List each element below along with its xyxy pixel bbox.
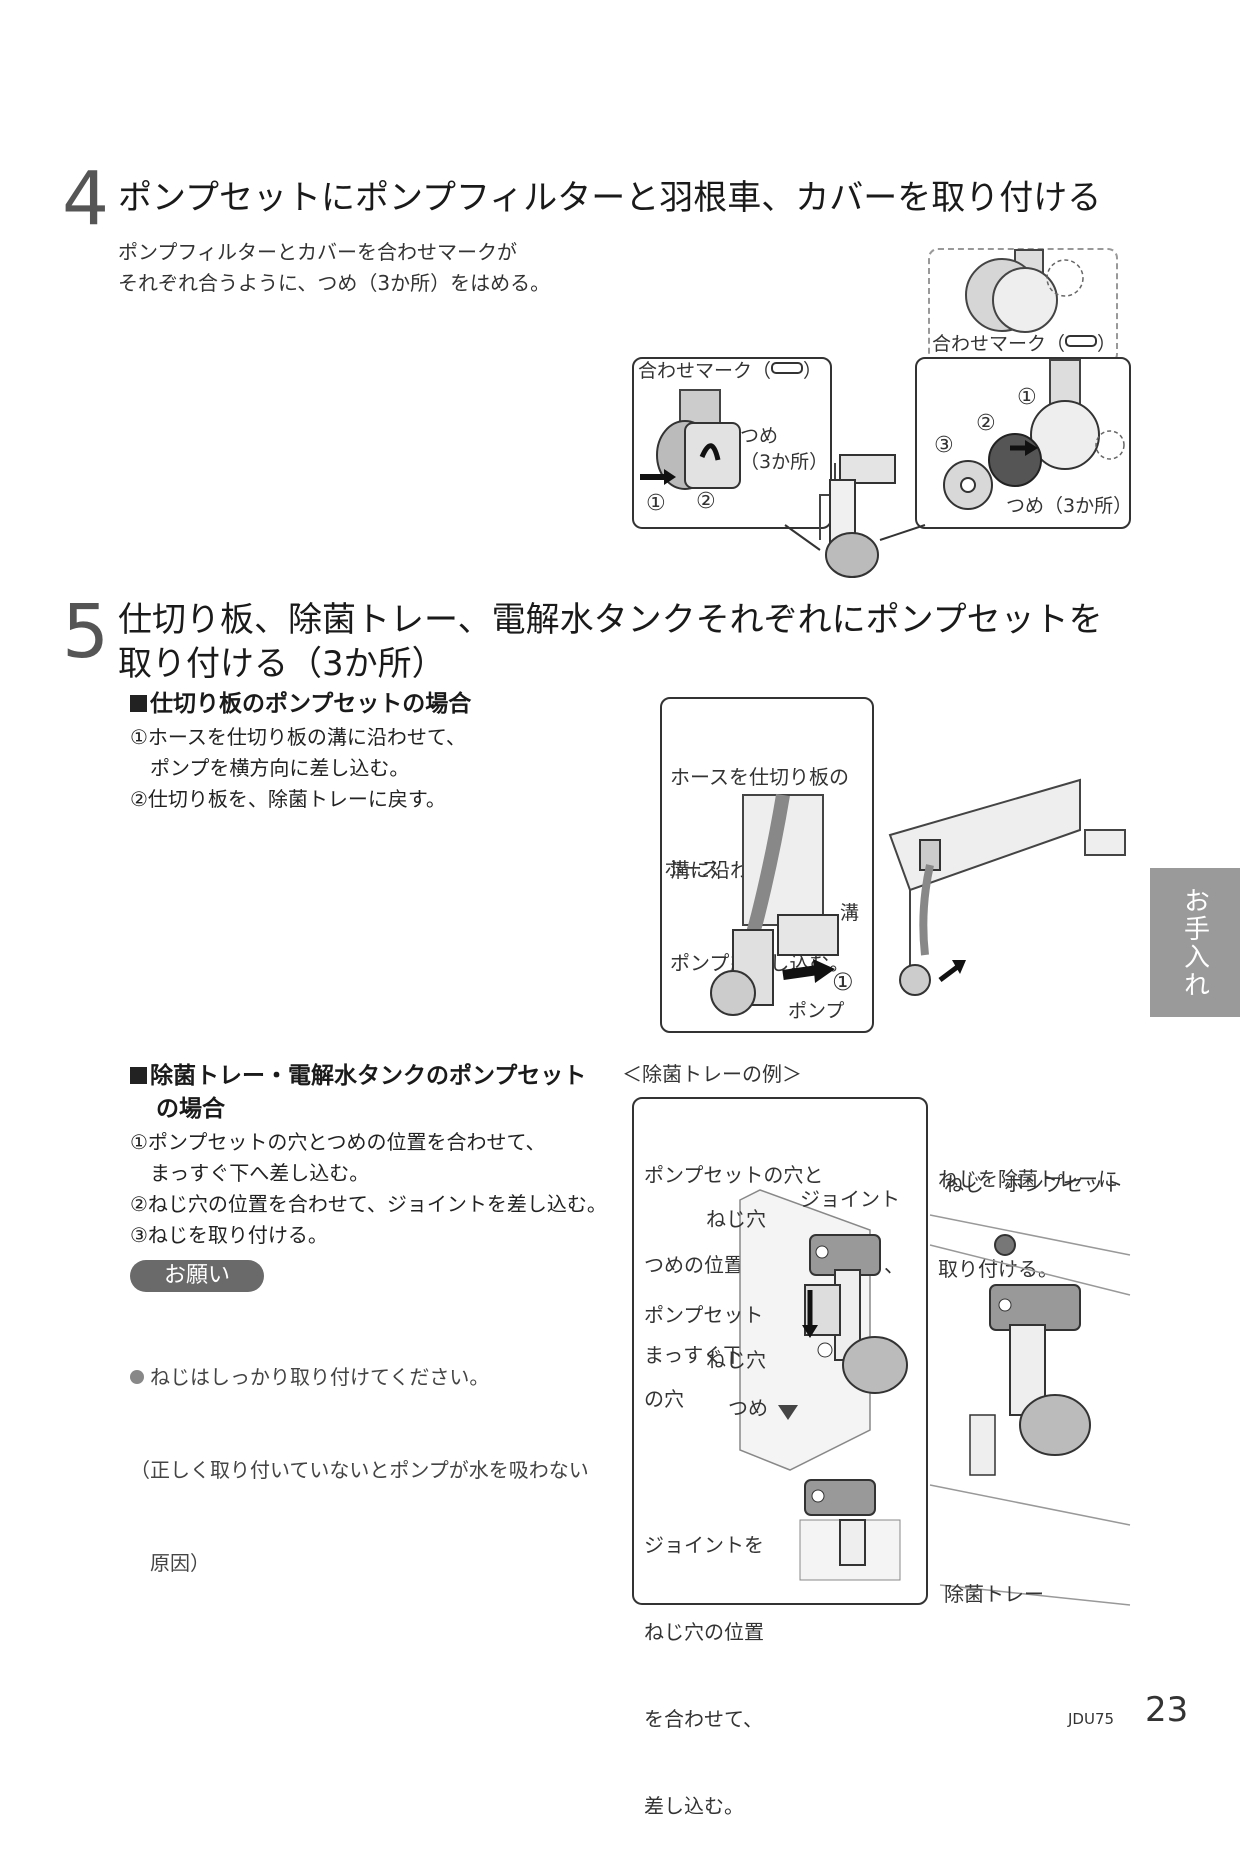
circle2-label: ② bbox=[696, 489, 716, 514]
circle1-label-partition: ① bbox=[832, 968, 854, 996]
align-mark-symbol-icon bbox=[1065, 335, 1098, 347]
tsume-label: つめ bbox=[740, 425, 779, 447]
pump-filter-illustration bbox=[640, 389, 741, 490]
tsume-label-tray: つめ bbox=[728, 1396, 768, 1420]
screw-hole-label-1: ねじ穴 bbox=[706, 1207, 766, 1231]
bullet-icon bbox=[130, 1370, 144, 1384]
circle3-label-right: ③ bbox=[934, 433, 954, 458]
pump-assembly-center-illustration bbox=[784, 454, 926, 578]
align-mark-symbol-icon bbox=[771, 362, 804, 374]
align-mark-label-top: 合わせマーク（） bbox=[932, 333, 1117, 355]
step4-description: ポンプフィルターとカバーを合わせマークが それぞれ合うように、つめ（3か所）をは… bbox=[118, 237, 550, 299]
right-tray-caption: ねじを除菌トレーに 取り付ける。 bbox=[938, 1167, 1118, 1281]
groove-label: 溝 bbox=[840, 902, 860, 924]
sub1-step-line: ②仕切り板を、除菌トレーに戻す。 bbox=[130, 787, 446, 811]
step5-number: 5 bbox=[62, 589, 110, 675]
pump-label: ポンプ bbox=[788, 1000, 845, 1022]
step5-title: 仕切り板、除菌トレー、電解水タンクそれぞれにポンプセットを 取り付ける（3か所） bbox=[118, 598, 1103, 686]
tray-bottom-callout-text: ジョイントを ねじ穴の位置 を合わせて、 差し込む。 bbox=[644, 1533, 764, 1818]
pump-hole-label: ポンプセット の穴 bbox=[644, 1303, 764, 1411]
align-mark-label-left: 合わせマーク（） bbox=[638, 360, 823, 382]
tray-screw-illustration bbox=[929, 1214, 1131, 1606]
sub2-step-line: ③ねじを取り付ける。 bbox=[130, 1223, 328, 1247]
sub1-step-line: ①ホースを仕切り板の溝に沿わせて、 bbox=[130, 725, 466, 749]
sub2-step-line: まっすぐ下へ差し込む。 bbox=[130, 1161, 370, 1185]
square-bullet-icon bbox=[130, 695, 147, 712]
tsume-right-label: つめ（3か所） bbox=[1006, 495, 1133, 517]
pump-mark-closeup-illustration bbox=[965, 249, 1084, 333]
impeller-cover-illustration bbox=[943, 359, 1125, 510]
request-notes: ねじはしっかり取り付けてください。 （正しく取り付いていないとポンプが水を吸わな… bbox=[130, 1365, 589, 1575]
circle2-label-right: ② bbox=[976, 411, 996, 436]
tray-example-caption: ＜除菌トレーの例＞ bbox=[622, 1062, 802, 1086]
sub2-step-line: ②ねじ穴の位置を合わせて、ジョイントを差し込む。 bbox=[130, 1192, 607, 1216]
tsume-count-label: （3か所） bbox=[740, 451, 829, 473]
screw-hole-label-2: ねじ穴 bbox=[706, 1348, 766, 1372]
sub2-step-line: ①ポンプセットの穴とつめの位置を合わせて、 bbox=[130, 1130, 546, 1154]
step4-number: 4 bbox=[62, 156, 110, 242]
sub1-heading: 仕切り板のポンプセットの場合 bbox=[130, 688, 471, 721]
partition-board-illustration bbox=[888, 778, 1126, 996]
tray-label: 除菌トレー bbox=[944, 1582, 1044, 1606]
sub2-steps: ①ポンプセットの穴とつめの位置を合わせて、 まっすぐ下へ差し込む。 ②ねじ穴の位… bbox=[130, 1127, 607, 1251]
circle1-label: ① bbox=[646, 491, 666, 516]
request-badge: お願い bbox=[130, 1260, 264, 1292]
hose-groove-illustration bbox=[710, 793, 839, 1016]
joint-label: ジョイント bbox=[800, 1187, 900, 1211]
step5-title-line1: 仕切り板、除菌トレー、電解水タンクそれぞれにポンプセットを bbox=[118, 600, 1103, 640]
sub1-steps: ①ホースを仕切り板の溝に沿わせて、 ポンプを横方向に差し込む。 ②仕切り板を、除… bbox=[130, 722, 466, 815]
square-bullet-icon bbox=[130, 1067, 147, 1084]
model-code: JDU75 bbox=[1068, 1710, 1115, 1728]
circle1-label-right: ① bbox=[1017, 385, 1037, 410]
sub2-heading: 除菌トレー・電解水タンクのポンプセット の場合 bbox=[130, 1060, 586, 1126]
hose-label: ホース bbox=[664, 858, 721, 880]
tray-pump-insert-illustration bbox=[739, 1189, 908, 1581]
step4-desc-line1: ポンプフィルターとカバーを合わせマークが bbox=[118, 240, 517, 264]
side-tab-care: お手入れ bbox=[1150, 868, 1240, 1017]
step4-desc-line2: それぞれ合うように、つめ（3か所）をはめる。 bbox=[118, 271, 551, 295]
sub1-step-line: ポンプを横方向に差し込む。 bbox=[130, 756, 410, 780]
pump-set-label: ポンプセット bbox=[1004, 1172, 1124, 1196]
screw-label: ねじ bbox=[944, 1172, 984, 1196]
step4-title: ポンプセットにポンプフィルターと羽根車、カバーを取り付ける bbox=[118, 178, 1102, 218]
page-number: 23 bbox=[1145, 1690, 1189, 1730]
step5-title-line2: 取り付ける（3か所） bbox=[118, 644, 446, 685]
